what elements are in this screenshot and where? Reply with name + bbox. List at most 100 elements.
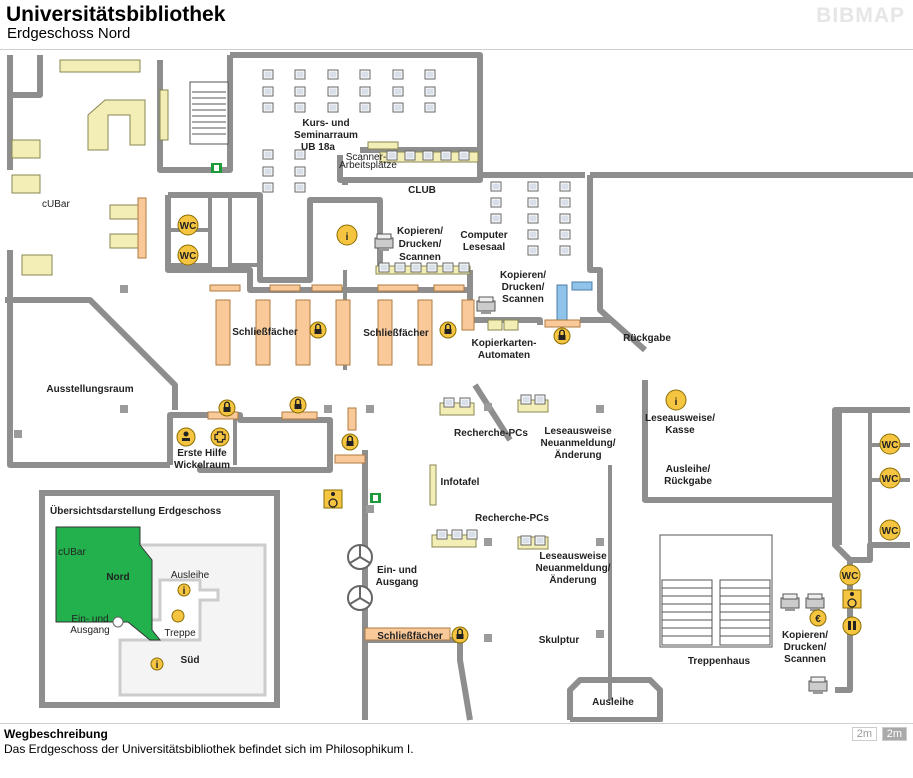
floor-map[interactable]: WC WC WC WC WC WC i i € cUBar Kurs- und … <box>0 50 913 722</box>
svg-text:Recherche-PCs: Recherche-PCs <box>475 513 549 524</box>
svg-text:Recherche-PCs: Recherche-PCs <box>454 428 528 439</box>
svg-text:Kopieren/: Kopieren/ <box>500 270 546 281</box>
lock-icon <box>341 433 359 451</box>
svg-text:Ausgang: Ausgang <box>70 625 109 636</box>
svg-text:Rückgabe: Rückgabe <box>664 476 712 487</box>
copier-icon <box>780 593 800 612</box>
svg-text:Scanner-: Scanner- <box>346 152 387 163</box>
svg-text:Wickelraum: Wickelraum <box>174 460 230 471</box>
directions-title: Wegbeschreibung <box>4 727 108 741</box>
overview-inset[interactable]: Übersichtsdarstellung Erdgeschoss cUBar … <box>39 490 280 708</box>
svg-text:Ausstellungsraum: Ausstellungsraum <box>46 384 133 395</box>
svg-text:i: i <box>346 232 349 243</box>
lock-icon <box>309 321 327 339</box>
lock-icon <box>451 626 469 644</box>
svg-text:WC: WC <box>882 440 899 451</box>
svg-text:Automaten: Automaten <box>478 350 530 361</box>
svg-text:Süd: Süd <box>181 655 200 666</box>
svg-text:Kopierkarten-: Kopierkarten- <box>471 338 536 349</box>
svg-text:Änderung: Änderung <box>554 448 601 461</box>
svg-text:cUBar: cUBar <box>42 199 70 210</box>
copier-icon <box>476 296 496 315</box>
wc-icon[interactable]: WC <box>177 214 199 236</box>
wc-icon[interactable]: WC <box>177 244 199 266</box>
svg-text:WC: WC <box>882 526 899 537</box>
revolving-door-icon <box>347 544 373 570</box>
copier-icon <box>374 233 394 252</box>
svg-text:cUBar: cUBar <box>58 547 86 558</box>
svg-text:WC: WC <box>180 251 197 262</box>
svg-text:€: € <box>815 614 821 625</box>
wc-icon[interactable]: WC <box>839 564 861 586</box>
svg-text:Ausleihe/: Ausleihe/ <box>666 464 711 475</box>
svg-text:Rückgabe: Rückgabe <box>623 333 671 344</box>
svg-text:Scannen: Scannen <box>399 252 441 263</box>
first-aid-icon <box>210 427 230 447</box>
lock-icon <box>439 321 457 339</box>
copier-icon <box>808 676 828 695</box>
svg-text:i: i <box>156 660 159 671</box>
svg-text:Neuanmeldung/: Neuanmeldung/ <box>540 438 615 449</box>
svg-text:Drucken/: Drucken/ <box>399 239 442 250</box>
directions-text: Das Erdgeschoss der Universitätsbiblioth… <box>4 742 414 756</box>
brand-logo: BIBMAP <box>816 4 905 27</box>
svg-text:Treppenhaus: Treppenhaus <box>688 656 751 667</box>
svg-text:Infotafel: Infotafel <box>441 477 480 488</box>
info-icon[interactable]: i <box>665 389 687 411</box>
baby-change-icon <box>176 427 196 447</box>
info-icon[interactable]: i <box>336 224 358 246</box>
svg-text:WC: WC <box>882 474 899 485</box>
svg-text:WC: WC <box>842 571 859 582</box>
svg-text:i: i <box>675 397 678 408</box>
svg-text:Schließfächer: Schließfächer <box>232 327 298 338</box>
family-icon <box>842 616 862 636</box>
lock-icon <box>553 327 571 345</box>
svg-text:Lesesaal: Lesesaal <box>463 242 505 253</box>
lock-icon <box>218 399 236 417</box>
page-subtitle: Erdgeschoss Nord <box>7 25 131 42</box>
svg-text:Ein- und: Ein- und <box>71 614 108 625</box>
svg-text:Drucken/: Drucken/ <box>502 282 545 293</box>
scale-button-active[interactable]: 2m <box>881 727 907 741</box>
emergency-exit-icon <box>211 163 222 173</box>
svg-text:Scannen: Scannen <box>502 294 544 305</box>
wc-icon[interactable]: WC <box>879 467 901 489</box>
svg-text:Ausgang: Ausgang <box>376 577 419 588</box>
svg-text:Nord: Nord <box>106 572 129 583</box>
svg-text:Änderung: Änderung <box>549 573 596 586</box>
svg-text:Kurs- und: Kurs- und <box>302 118 349 129</box>
svg-text:Ausleihe: Ausleihe <box>171 570 210 581</box>
svg-text:Erste Hilfe: Erste Hilfe <box>177 448 227 459</box>
wc-icon[interactable]: WC <box>879 519 901 541</box>
svg-text:Seminarraum: Seminarraum <box>294 130 358 141</box>
revolving-door-icon <box>347 585 373 611</box>
svg-text:Leseausweise: Leseausweise <box>539 551 607 562</box>
header-divider <box>0 49 913 50</box>
svg-text:Computer: Computer <box>460 230 507 241</box>
svg-text:WC: WC <box>180 221 197 232</box>
emergency-exit-icon <box>370 493 381 503</box>
svg-text:Ausleihe: Ausleihe <box>592 697 634 708</box>
svg-text:Ein- und: Ein- und <box>377 565 417 576</box>
svg-text:Scannen: Scannen <box>784 654 826 665</box>
svg-text:Neuanmeldung/: Neuanmeldung/ <box>535 563 610 574</box>
lock-icon <box>289 396 307 414</box>
wheelchair-icon <box>842 589 862 609</box>
svg-text:i: i <box>183 586 186 597</box>
svg-text:Treppe: Treppe <box>164 628 196 639</box>
svg-text:Skulptur: Skulptur <box>539 635 580 646</box>
euro-icon: € <box>809 609 827 627</box>
svg-text:Kasse: Kasse <box>665 425 695 436</box>
svg-text:Schließfächer: Schließfächer <box>363 328 429 339</box>
svg-text:Kopieren/: Kopieren/ <box>782 630 828 641</box>
copier-icon <box>805 593 825 612</box>
scale-button[interactable]: 2m <box>851 727 877 741</box>
svg-text:CLUB: CLUB <box>408 185 436 196</box>
footer-divider <box>0 723 913 724</box>
svg-text:Kopieren/: Kopieren/ <box>397 226 443 237</box>
svg-text:Übersichtsdarstellung Erdgesch: Übersichtsdarstellung Erdgeschoss <box>50 504 222 517</box>
page-title: Universitätsbibliothek <box>6 3 226 26</box>
svg-text:Leseausweise: Leseausweise <box>544 426 612 437</box>
wc-icon[interactable]: WC <box>879 433 901 455</box>
svg-text:Schließfächer: Schließfächer <box>377 631 443 642</box>
